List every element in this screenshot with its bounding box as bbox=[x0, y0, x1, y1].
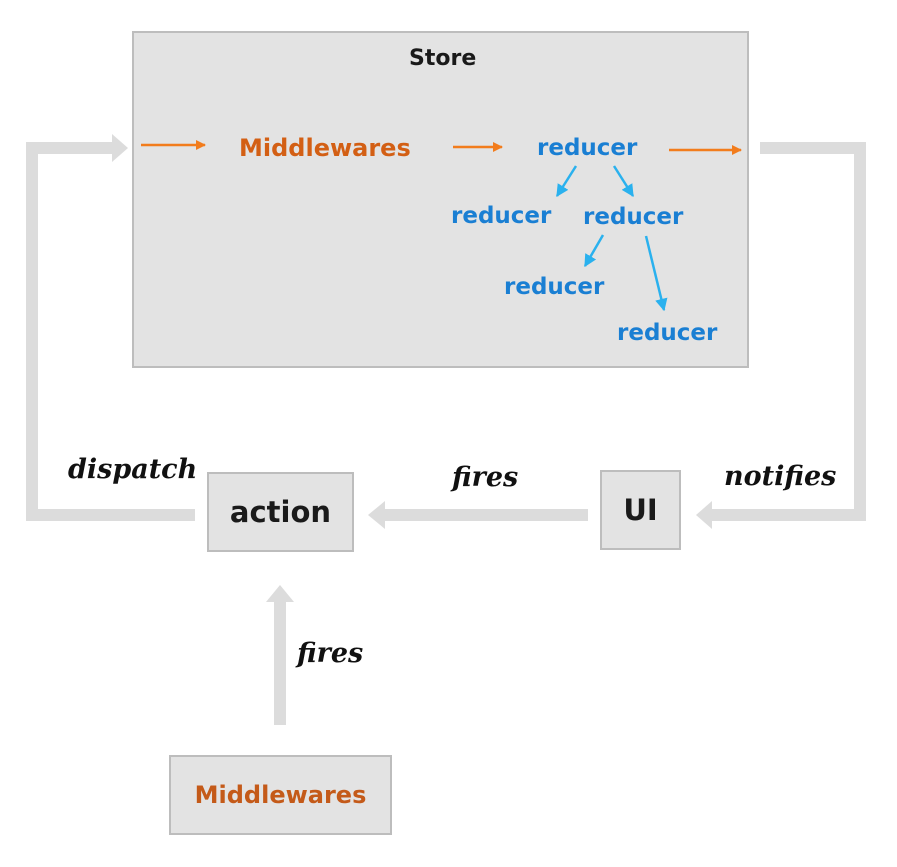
action-node-label: action bbox=[229, 494, 332, 529]
root-reducer-label: reducer bbox=[537, 135, 638, 161]
store-box bbox=[132, 31, 749, 368]
right-to-grandchild-left-arrow bbox=[583, 234, 605, 268]
notifies-label: notifies bbox=[724, 461, 837, 492]
fires-ui-action-label: fires bbox=[452, 462, 519, 493]
store-middlewares-label: Middlewares bbox=[239, 134, 411, 162]
reducer-grandchild-right-label: reducer bbox=[617, 320, 718, 346]
reducer-left-label: reducer bbox=[451, 203, 552, 229]
right-to-grandchild-right-arrow bbox=[644, 235, 668, 312]
notify-flow-arrowhead bbox=[696, 501, 712, 529]
ui-node-label: UI bbox=[623, 492, 658, 527]
reducer-right-label: reducer bbox=[583, 204, 684, 230]
root-to-left-reducer-arrow bbox=[555, 165, 578, 198]
middlewares-node-label: Middlewares bbox=[194, 781, 367, 809]
root-to-right-reducer-arrow bbox=[612, 165, 635, 198]
fires-middleware-action-label: fires bbox=[297, 638, 364, 669]
middlewares-node: Middlewares bbox=[169, 755, 392, 835]
action-node: action bbox=[207, 472, 354, 552]
middleware-to-action-arrowhead bbox=[266, 585, 294, 602]
dispatch-flow-line bbox=[26, 142, 195, 521]
dispatch-flow-arrowhead bbox=[112, 134, 128, 162]
dispatch-label: dispatch bbox=[68, 454, 198, 485]
reducer-grandchild-left-label: reducer bbox=[504, 274, 605, 300]
store-title: Store bbox=[409, 46, 477, 71]
ui-to-action-arrowhead bbox=[368, 501, 385, 529]
notify-flow-line bbox=[712, 142, 866, 521]
ui-node: UI bbox=[600, 470, 681, 550]
